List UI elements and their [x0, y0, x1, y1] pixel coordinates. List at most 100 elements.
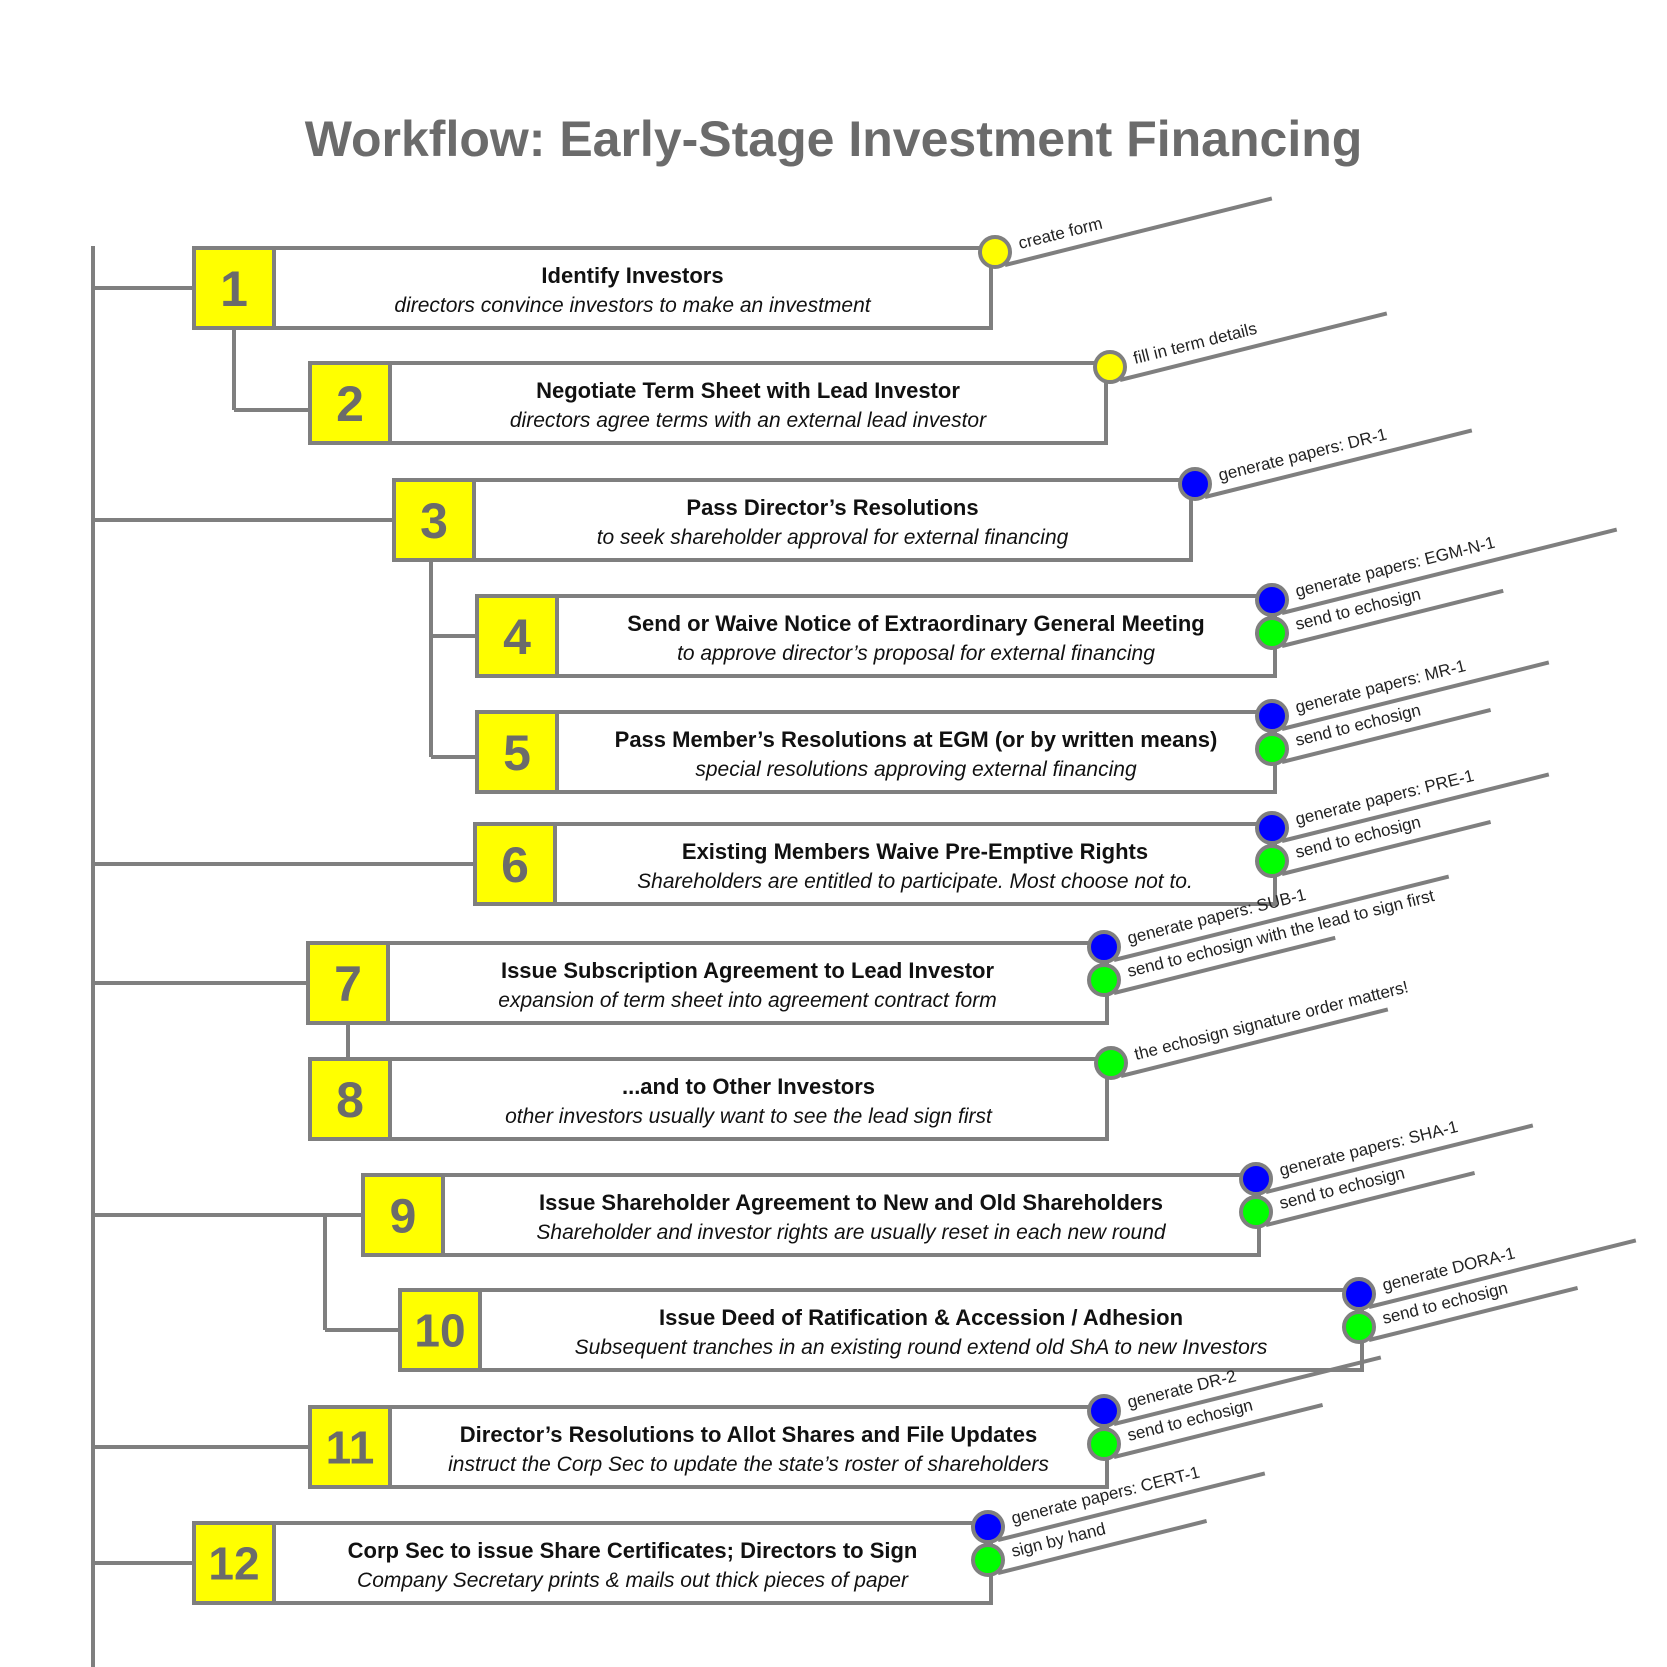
page-title: Workflow: Early-Stage Investment Financi… [304, 111, 1363, 167]
action-line [1265, 1171, 1476, 1227]
blue-action-dot[interactable] [1239, 1162, 1273, 1196]
step-title: Issue Deed of Ratification & Accession /… [659, 1305, 1183, 1330]
action-label: generate papers: DR-1 [1216, 425, 1388, 485]
step-number-box [192, 1521, 276, 1605]
step-subtitle: to seek shareholder approval for externa… [597, 526, 1069, 549]
step-number: 2 [336, 376, 364, 432]
action-line [1113, 874, 1450, 962]
green-action-dot[interactable] [1255, 616, 1289, 650]
green-action-dot[interactable] [971, 1543, 1005, 1577]
send-action[interactable]: send to echosign [1087, 1395, 1324, 1461]
action-line [997, 1519, 1208, 1575]
action-line [1113, 1355, 1382, 1426]
step-number: 9 [390, 1190, 417, 1243]
blue-action-dot[interactable] [1342, 1277, 1376, 1311]
step-number: 10 [414, 1305, 465, 1357]
step-subtitle: to approve director’s proposal for exter… [677, 642, 1155, 665]
blue-action-dot[interactable] [971, 1510, 1005, 1544]
blue-action-dot[interactable] [1087, 1394, 1121, 1428]
blue-action-dot[interactable] [1255, 699, 1289, 733]
step-subtitle: directors agree terms with an external l… [510, 409, 987, 432]
step-number: 1 [220, 261, 248, 317]
send-action[interactable]: send to echosign [1342, 1278, 1579, 1344]
step-title: Director’s Resolutions to Allot Shares a… [460, 1422, 1037, 1447]
green-action-dot[interactable] [1087, 963, 1121, 997]
step-number-box [308, 1057, 392, 1141]
step-box [308, 361, 1108, 445]
step-box [473, 822, 1277, 906]
step-number: 4 [503, 609, 531, 665]
step-title: Issue Shareholder Agreement to New and O… [539, 1190, 1163, 1215]
step-number-box [473, 822, 557, 906]
yellow-action-dot[interactable] [1093, 350, 1127, 384]
green-action-dot[interactable] [1342, 1310, 1376, 1344]
step-title: Issue Subscription Agreement to Lead Inv… [501, 958, 995, 983]
step-number-box [192, 246, 276, 330]
step-number: 3 [420, 493, 448, 549]
step-box [192, 246, 993, 330]
step-number: 8 [336, 1072, 364, 1128]
step-number-box [475, 710, 559, 794]
generate-action[interactable]: generate papers: EGM-N-1 [1255, 527, 1618, 617]
send-action[interactable]: send to echosign [1255, 584, 1504, 650]
step-number-box [398, 1288, 482, 1372]
send-action[interactable]: send to echosign [1239, 1163, 1476, 1229]
action-label: create form [1016, 214, 1104, 253]
blue-action-dot[interactable] [1087, 930, 1121, 964]
generate-action[interactable]: generate papers: DR-1 [1178, 425, 1473, 501]
step-subtitle: Company Secretary prints & mails out thi… [357, 1569, 909, 1592]
step-2: 2 Negotiate Term Sheet with Lead Investor… [308, 311, 1388, 445]
step-box [308, 1057, 1109, 1141]
blue-action-dot[interactable] [1178, 467, 1212, 501]
send-action[interactable]: send to echosign [1255, 700, 1492, 766]
send-action[interactable]: the echosign signature order matters! [1094, 977, 1410, 1080]
step-title: Send or Waive Notice of Extraordinary Ge… [627, 611, 1204, 636]
action-line [1113, 1403, 1324, 1459]
action-line [1281, 820, 1492, 876]
action-line [1113, 935, 1336, 995]
blue-action-dot[interactable] [1255, 811, 1289, 845]
step-title: Existing Members Waive Pre-Emptive Right… [682, 839, 1148, 864]
step-title: Identify Investors [541, 263, 723, 288]
action-line [1204, 428, 1473, 499]
action-line [1281, 772, 1550, 843]
green-action-dot[interactable] [1094, 1046, 1128, 1080]
action-line [997, 1471, 1266, 1542]
action-line [1004, 196, 1273, 267]
step-box [398, 1288, 1364, 1372]
step-subtitle: Shareholder and investor rights are usua… [536, 1221, 1167, 1244]
step-title: Pass Member’s Resolutions at EGM (or by … [615, 727, 1218, 752]
green-action-dot[interactable] [1255, 732, 1289, 766]
send-action[interactable]: send to echosign [1255, 812, 1492, 878]
step-subtitle: directors convince investors to make an … [394, 294, 871, 317]
steps: 1 Identify Investors directors convince in… [192, 196, 1637, 1605]
step-number-box [392, 478, 476, 562]
action-line [1281, 588, 1504, 648]
step-subtitle: other investors usually want to see the … [505, 1105, 993, 1128]
step-title: Negotiate Term Sheet with Lead Investor [536, 378, 960, 403]
step-number: 6 [501, 837, 529, 893]
action-line [1281, 708, 1492, 764]
green-action-dot[interactable] [1239, 1195, 1273, 1229]
step-box [361, 1173, 1261, 1257]
yellow-action-dot[interactable] [978, 235, 1012, 269]
blue-action-dot[interactable] [1255, 583, 1289, 617]
green-action-dot[interactable] [1255, 844, 1289, 878]
action-label: the echosign signature order matters! [1132, 977, 1410, 1064]
send-action[interactable]: sign by hand [971, 1519, 1208, 1577]
green-action-dot[interactable] [1087, 1427, 1121, 1461]
action-line [1281, 660, 1550, 731]
step-subtitle: Shareholders are entitled to participate… [637, 870, 1193, 893]
form-action[interactable]: fill in term details [1093, 311, 1388, 384]
action-line [1119, 311, 1388, 382]
action-line [1281, 527, 1618, 615]
step-subtitle: instruct the Corp Sec to update the stat… [448, 1453, 1049, 1476]
action-label: generate papers: MR-1 [1293, 656, 1467, 717]
step-number-box [308, 361, 392, 445]
form-action[interactable]: create form [978, 196, 1273, 269]
action-line [1368, 1238, 1637, 1309]
